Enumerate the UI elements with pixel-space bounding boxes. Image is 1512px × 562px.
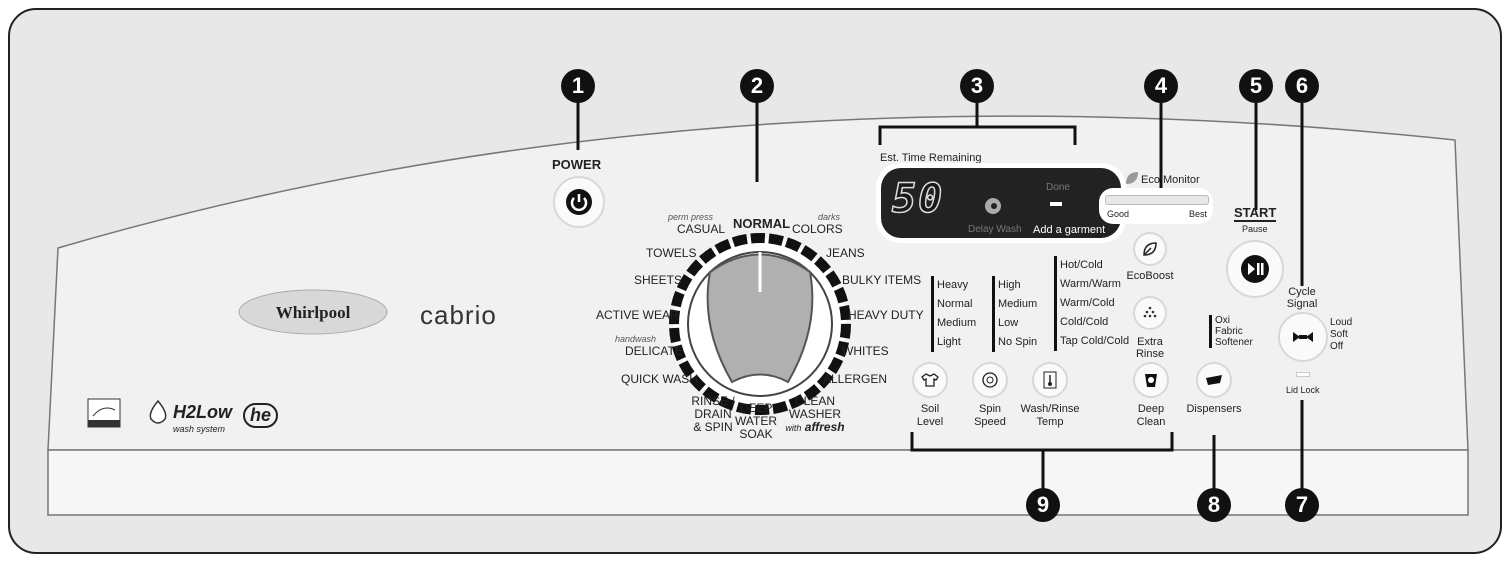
done-indicator bbox=[1050, 202, 1062, 206]
deep-clean-icon bbox=[1145, 374, 1157, 387]
dispensers-label: Dispensers bbox=[1186, 403, 1242, 415]
dial-active-wear: ACTIVE WEAR bbox=[596, 308, 679, 322]
callout-2: 2 bbox=[740, 69, 774, 103]
add-garment-label: Add a garment bbox=[1033, 224, 1106, 236]
power-button[interactable] bbox=[553, 176, 605, 228]
spin-speed-button[interactable] bbox=[972, 362, 1008, 398]
cabrio-logo: cabrio bbox=[420, 300, 497, 330]
dial-colors-sub: darks bbox=[818, 212, 841, 222]
done-label: Done bbox=[1046, 182, 1070, 193]
display-screen bbox=[881, 168, 1121, 238]
lid-lock-label: Lid Lock bbox=[1286, 385, 1320, 395]
start-label: START bbox=[1234, 205, 1277, 222]
ecoboost-button[interactable] bbox=[1133, 232, 1167, 266]
dial-colors: COLORS bbox=[792, 222, 843, 236]
callout-9: 9 bbox=[1026, 488, 1060, 522]
start-pause-button[interactable] bbox=[1226, 240, 1284, 298]
dispenser-icon bbox=[1206, 375, 1222, 385]
deep-clean-button[interactable] bbox=[1133, 362, 1169, 398]
dial-sheets: SHEETS bbox=[634, 273, 683, 287]
dial-quick-wash: QUICK WASH bbox=[621, 372, 698, 386]
dial-whites: WHITES bbox=[842, 344, 889, 358]
h2low-sub: wash system bbox=[173, 424, 226, 434]
cycle-signal-icon bbox=[1293, 332, 1313, 342]
cycle-dial[interactable] bbox=[668, 232, 852, 416]
ecoboost-leaf-icon bbox=[1143, 242, 1157, 256]
dial-heavy-duty: HEAVY DUTY bbox=[848, 308, 924, 322]
callout-4: 4 bbox=[1144, 69, 1178, 103]
thermometer-icon bbox=[1043, 371, 1057, 389]
delay-wash-label: Delay Wash bbox=[968, 224, 1022, 235]
extra-rinse-icon bbox=[1143, 306, 1157, 318]
callout-3: 3 bbox=[960, 69, 994, 103]
eco-monitor-bezel bbox=[1099, 188, 1213, 224]
dial-normal: NORMAL bbox=[733, 216, 791, 231]
spin-icon bbox=[982, 372, 998, 388]
ecoboost-label: EcoBoost bbox=[1126, 270, 1174, 282]
svg-text:Whirlpool: Whirlpool bbox=[276, 303, 351, 322]
wash-rinse-temp-button[interactable] bbox=[1032, 362, 1068, 398]
lid-lock-indicator bbox=[1296, 372, 1310, 377]
eco-monitor-bar bbox=[1105, 195, 1209, 205]
delay-wash-icon bbox=[985, 198, 1001, 214]
dial-delicate: DELICATE bbox=[625, 344, 683, 358]
energy-star-icon bbox=[87, 398, 121, 428]
eco-monitor-title: Eco Monitor bbox=[1141, 174, 1200, 186]
eco-best-label: Best bbox=[1189, 209, 1208, 219]
water-drop-icon bbox=[149, 399, 167, 424]
leaf-icon bbox=[1126, 172, 1138, 184]
est-time-label: Est. Time Remaining bbox=[880, 152, 982, 164]
dial-casual-sub: perm press bbox=[668, 212, 714, 222]
dial-bulky-items: BULKY ITEMS bbox=[842, 273, 922, 287]
dial-rinse-drain-spin: RINSE /DRAIN& SPIN bbox=[691, 394, 735, 434]
dial-towels: TOWELS bbox=[646, 246, 697, 260]
dial-jeans: JEANS bbox=[826, 246, 865, 260]
power-label: POWER bbox=[552, 157, 602, 172]
dial-allergen: ALLERGEN bbox=[823, 372, 888, 386]
he-logo: he bbox=[243, 403, 279, 428]
callout-6: 6 bbox=[1285, 69, 1319, 103]
callout-7: 7 bbox=[1285, 488, 1319, 522]
dial-delicate-sub: handwash bbox=[615, 334, 657, 344]
eco-good-label: Good bbox=[1107, 209, 1130, 219]
cycle-signal-button[interactable] bbox=[1278, 312, 1328, 362]
callout-5: 5 bbox=[1239, 69, 1273, 103]
whirlpool-logo: Whirlpool bbox=[238, 289, 388, 335]
dispensers-button[interactable] bbox=[1196, 362, 1232, 398]
time-digits: 50 bbox=[891, 175, 945, 223]
callout-1: 1 bbox=[561, 69, 595, 103]
callout-8: 8 bbox=[1197, 488, 1231, 522]
dial-casual: CASUAL bbox=[677, 222, 726, 236]
extra-rinse-button[interactable] bbox=[1133, 296, 1167, 330]
h2low-logo: H2Low bbox=[173, 402, 233, 422]
soil-level-button[interactable] bbox=[912, 362, 948, 398]
play-pause-icon bbox=[1241, 255, 1269, 283]
power-icon bbox=[566, 189, 592, 215]
soil-shirt-icon bbox=[921, 373, 939, 387]
cycle-signal-options: Loud Soft Off bbox=[1330, 317, 1353, 352]
pause-label: Pause bbox=[1242, 224, 1268, 234]
